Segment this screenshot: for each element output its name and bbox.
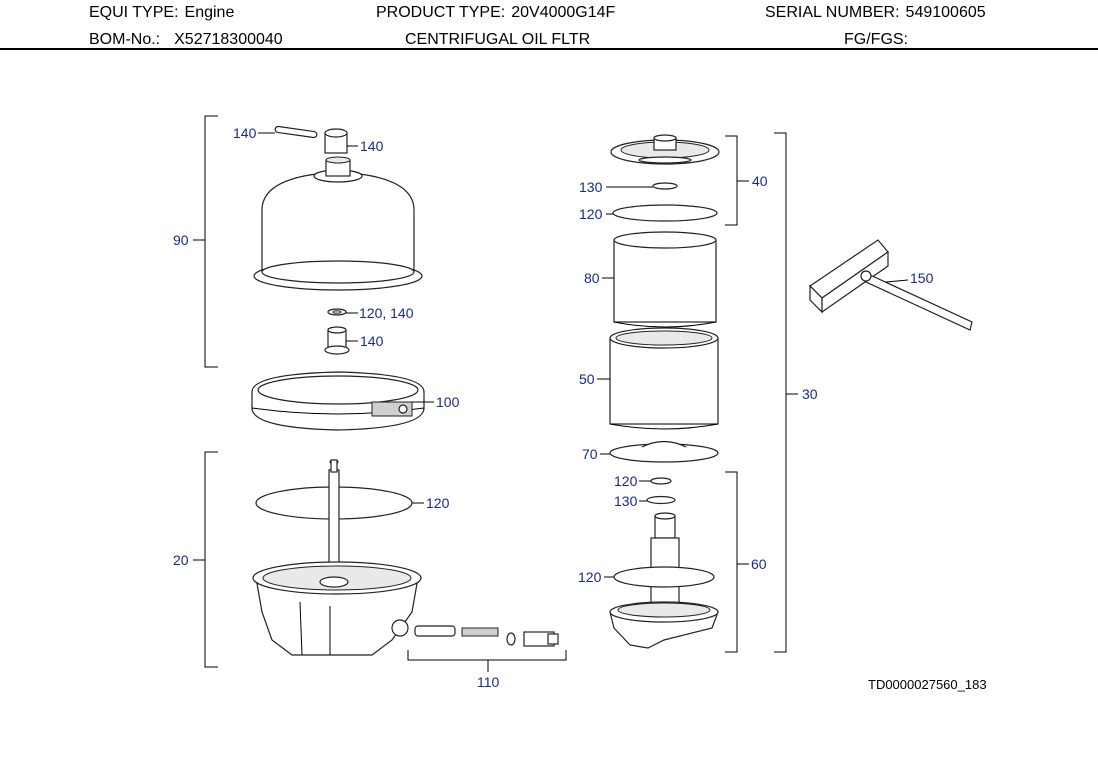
rotor-base-part [609, 512, 719, 649]
top-cover-part [610, 134, 720, 165]
dome-disk-part [609, 440, 719, 463]
bom-number-value: X52718300040 [174, 31, 283, 48]
product-type-label: PRODUCT TYPE: [376, 4, 506, 21]
serial-number-label: SERIAL NUMBER: [765, 4, 900, 21]
equi-type-label: EQUI TYPE: [89, 4, 179, 21]
nozzle-part [324, 326, 350, 355]
equi-type-field: EQUI TYPE: Engine [89, 4, 234, 22]
bracket-60 [725, 471, 738, 653]
callout-90: 90 [173, 232, 189, 248]
ring-mid-part [650, 477, 672, 485]
callout-140-pin: 140 [233, 125, 257, 141]
callout-20: 20 [173, 552, 189, 568]
callout-120-left: 120 [426, 495, 450, 511]
product-type-value: 20V4000G14F [511, 4, 616, 21]
callout-40: 40 [752, 173, 768, 189]
bracket-40 [725, 135, 738, 226]
bracket-20 [204, 451, 218, 668]
header-divider [0, 48, 1098, 50]
drawing-id: TD0000027560_183 [868, 677, 987, 692]
rotor-sleeve-part [609, 327, 719, 430]
callout-140-sleeve: 140 [360, 138, 384, 154]
rotor-cover-part [253, 156, 423, 291]
bom-number-label: BOM-No.: [89, 31, 161, 48]
callout-140-nozzle: 140 [360, 333, 384, 349]
leader-150 [885, 279, 909, 283]
serial-number-field: SERIAL NUMBER: 549100605 [765, 4, 986, 22]
housing-part [252, 459, 422, 656]
callout-120-mid: 120 [614, 473, 638, 489]
pin-part [274, 125, 318, 139]
callout-100: 100 [436, 394, 460, 410]
callout-110: 110 [477, 674, 500, 690]
sleeve-part [324, 128, 348, 154]
bracket-110 [407, 650, 567, 661]
callout-150: 150 [910, 270, 934, 286]
callout-130-top: 130 [579, 179, 603, 195]
product-type-field: PRODUCT TYPE: 20V4000G14F [376, 4, 615, 22]
bracket-90 [204, 115, 218, 368]
callout-50: 50 [579, 371, 595, 387]
small-ring-top-part [652, 182, 678, 190]
assembly-description: CENTRIFUGAL OIL FLTR [405, 31, 591, 48]
o-ring-top-part [612, 204, 718, 222]
callout-80: 80 [584, 270, 600, 286]
valve-kit-part [414, 625, 559, 647]
equi-type-value: Engine [184, 4, 235, 21]
filter-insert-part [613, 231, 717, 328]
serial-number-value: 549100605 [905, 4, 986, 21]
callout-120-low: 120 [578, 569, 602, 585]
bracket-30 [774, 132, 787, 653]
seal-ring-part [327, 308, 347, 316]
callout-130-mid: 130 [614, 493, 638, 509]
fg-fgs-label: FG/FGS: [844, 31, 908, 48]
callout-70: 70 [582, 446, 598, 462]
tool-part [809, 239, 973, 331]
callout-60: 60 [751, 556, 767, 572]
callout-120-140: 120, 140 [359, 305, 414, 321]
clamp-ring-part [251, 371, 425, 431]
ring-mid-130-part [646, 495, 676, 505]
callout-120-top: 120 [579, 206, 603, 222]
callout-30: 30 [802, 386, 818, 402]
bom-number-field: BOM-No.: X52718300040 [89, 31, 283, 49]
